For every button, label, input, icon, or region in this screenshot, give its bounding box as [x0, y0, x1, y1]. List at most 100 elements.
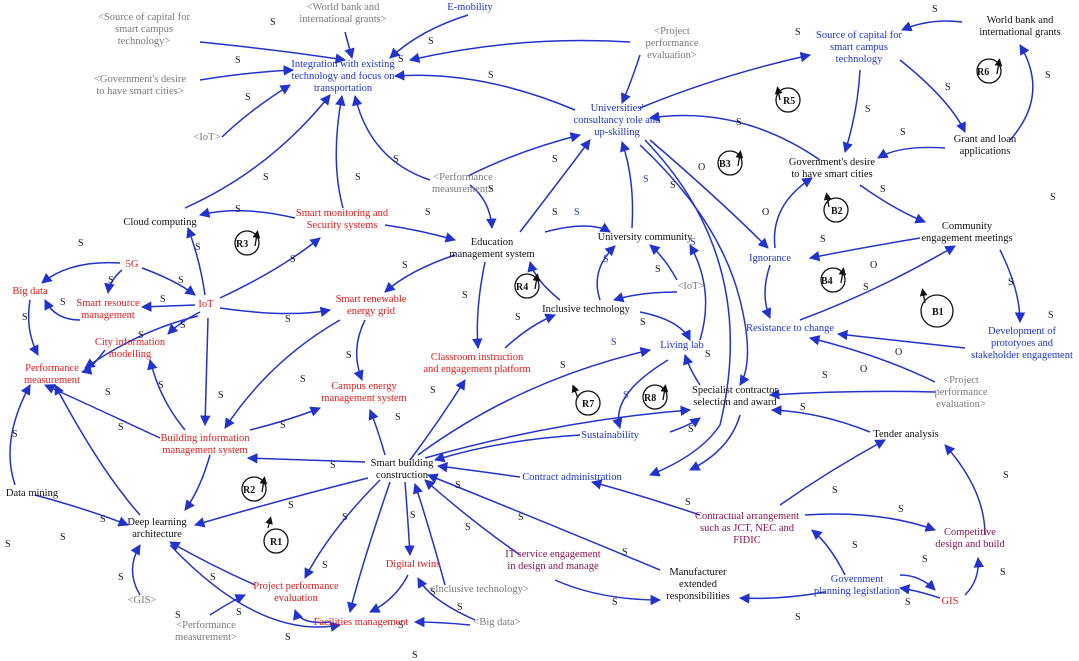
node-label-line: extended — [679, 579, 718, 590]
link-5g-to-big-data — [41, 261, 121, 284]
polarity-s: S — [552, 154, 558, 165]
polarity-s: S — [1000, 567, 1006, 578]
link-big-data-shadow-to-digital-twins — [417, 577, 476, 621]
link-contractual-to-competitive — [804, 513, 936, 532]
polarity-s: S — [322, 560, 328, 571]
link-inclusive-to-living-lab — [639, 311, 691, 341]
node-label-line: <Inclusive technology> — [429, 584, 529, 595]
polarity-s: S — [900, 127, 906, 138]
polarity-s: S — [22, 312, 28, 323]
node-label-line: planning legistlation — [814, 586, 901, 597]
link-project-eval-right-to-contractor — [768, 389, 936, 400]
polarity-s: S — [1008, 277, 1014, 288]
node-university-community: University community — [598, 232, 694, 243]
polarity-s: S — [795, 27, 801, 38]
link-gov-desire-to-universities — [648, 111, 821, 161]
link-ignorance-to-resistance — [761, 264, 772, 319]
link-smart-building-to-project-eval — [304, 479, 381, 579]
node-label-line: Government's desire — [789, 157, 875, 168]
node-label-line: Smart resource — [76, 298, 140, 309]
node-label-line: University community — [598, 232, 694, 243]
node-label-line: World bank and — [987, 15, 1055, 26]
link-iot-mid-to-community — [649, 244, 678, 281]
link-digital-twins-to-facilities — [369, 574, 409, 613]
link-source-capital-to-grant-loan — [899, 59, 966, 133]
node-label-line: Manufacturer — [669, 567, 727, 578]
node-label-line: Education — [471, 237, 514, 248]
polarity-o: O — [860, 364, 867, 375]
polarity-s: S — [905, 597, 911, 608]
node-label-line: GIS — [942, 596, 959, 607]
node-label-line: Deep learning — [127, 517, 187, 528]
node-label-line: smart campus — [830, 42, 888, 53]
link-project-eval-to-deep-learning — [169, 541, 256, 586]
polarity-s: S — [245, 92, 251, 103]
polarity-s: S — [398, 620, 404, 631]
node-label-line: Cloud computing — [123, 217, 197, 228]
polarity-s: S — [430, 385, 436, 396]
polarity-s: S — [574, 207, 580, 218]
link-monitoring-to-education — [384, 224, 457, 243]
loop-label-r2: R2 — [243, 485, 255, 496]
polarity-s: S — [428, 36, 434, 47]
node-label-line: Inclusive technology — [542, 304, 631, 315]
polarity-s: S — [290, 254, 296, 265]
loop-indicators: R1 R2 R3 R4 R5 R6 R7 — [234, 58, 1003, 554]
polarity-s: S — [457, 602, 463, 613]
link-source-capital-to-integration — [199, 41, 347, 64]
link-facilities-to-project-eval — [293, 609, 331, 624]
polarity-s: S — [945, 82, 951, 93]
link-smart-building-to-living-lab — [417, 347, 652, 456]
node-shadow-gis: <GIS> — [128, 595, 157, 606]
node-label-line: Ignorance — [749, 253, 791, 264]
node-label-line: City information — [95, 337, 166, 348]
link-perf-to-integration — [352, 94, 431, 181]
link-iot-to-perf — [84, 315, 199, 369]
link-iot-to-integration — [221, 84, 291, 138]
polarity-s: S — [612, 597, 618, 608]
link-universities-to-source-capital — [639, 51, 812, 109]
node-label-line: Facilities management — [314, 617, 409, 628]
link-it-service-to-smart-building — [424, 479, 521, 556]
node-label-line: technology and focus on — [292, 71, 396, 82]
node-label-line: transportation — [314, 83, 373, 94]
node-shadow-iot-mid: <IoT> — [677, 281, 704, 292]
node-label-line: Project performance — [253, 581, 339, 592]
polarity-s: S — [820, 234, 826, 245]
polarity-s: S — [355, 172, 361, 183]
link-iot-to-smart-resource — [140, 301, 196, 312]
node-ignorance: Ignorance — [749, 253, 791, 264]
node-shadow-iot-left: <IoT> — [193, 132, 220, 143]
polarity-o: O — [762, 207, 769, 218]
link-perf-to-universities — [467, 132, 582, 177]
polarity-s: S — [1048, 310, 1054, 321]
polarity-s: S — [1003, 470, 1009, 481]
node-label-line: Integration with existing — [291, 59, 395, 70]
link-world-bank-to-integration — [344, 31, 355, 60]
link-data-mining-to-perf — [9, 384, 31, 486]
node-label-line: <IoT> — [193, 132, 220, 143]
link-deep-learning-to-perf — [54, 384, 141, 516]
polarity-s: S — [178, 275, 184, 286]
polarity-s: S — [342, 512, 348, 523]
polarity-s: S — [430, 587, 436, 598]
polarity-s: S — [655, 264, 661, 275]
link-grant-loan-to-gov-desire — [877, 146, 946, 159]
node-label-line: technology — [836, 54, 883, 65]
node-label-line: Classroom instruction — [431, 352, 524, 363]
node-shadow-inclusive-tech: <Inclusive technology> — [429, 584, 529, 595]
node-five-g: 5G — [126, 259, 139, 270]
node-label-line: Source of capital for — [816, 30, 903, 41]
polarity-s: S — [898, 504, 904, 515]
